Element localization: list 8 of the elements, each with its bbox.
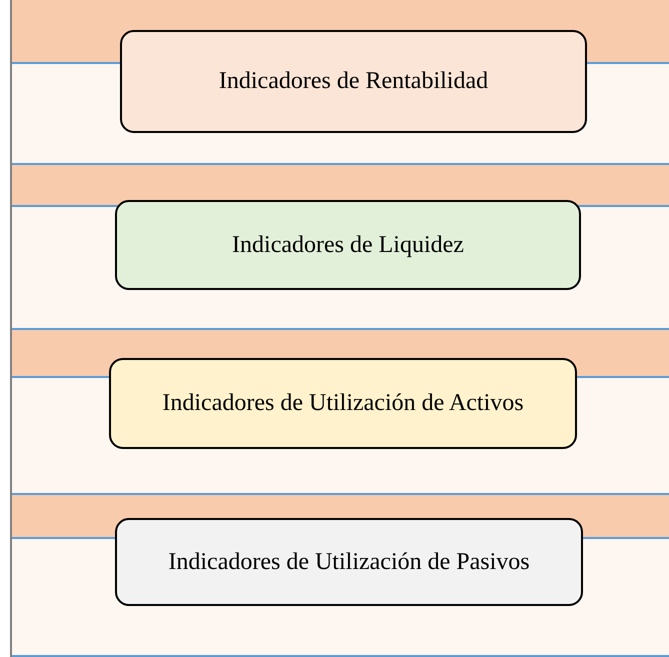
category-box: [120, 30, 587, 133]
category-label: Indicadores de Utilización de Pasivos: [168, 548, 530, 576]
category-label: Indicadores de Rentabilidad: [218, 67, 488, 96]
category-label: Indicadores de Utilización de Activos: [162, 389, 524, 418]
category-box: [115, 200, 581, 290]
category-label: Indicadores de Liquidez: [232, 230, 464, 260]
category-box: [115, 518, 583, 606]
category-box: [109, 358, 577, 449]
